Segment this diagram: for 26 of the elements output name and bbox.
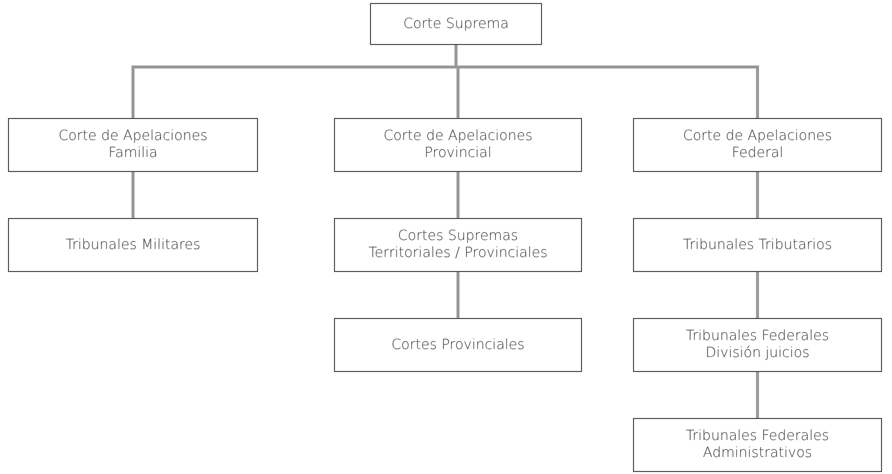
court-name: Corte de Apelaciones Provincial: [382, 128, 534, 162]
court-box: [334, 118, 582, 172]
court-name: Tribunales Militares: [66, 236, 200, 254]
court-box: [633, 218, 882, 272]
court-name: Tribunales Tributarios: [682, 236, 832, 254]
court-box: [334, 218, 582, 272]
court-box: [633, 318, 882, 372]
court-box: [633, 118, 882, 172]
court-box: [370, 3, 542, 45]
court-name: Cortes Provinciales: [391, 336, 525, 354]
court-box: [334, 318, 582, 372]
court-name: Corte de Apelaciones Federal: [682, 128, 834, 162]
connector-line: [756, 272, 759, 318]
connector-line: [456, 172, 460, 218]
court-box: [8, 118, 258, 172]
court-box: [8, 218, 258, 272]
court-name: Cortes Supremas Territoriales / Provinciales: [367, 228, 549, 262]
court-box: [633, 418, 882, 472]
court-name: Tribunales Federales División juicios: [684, 328, 830, 362]
court-name: Corte de Apelaciones Familia: [57, 128, 209, 162]
connector-line: [456, 272, 460, 318]
court-name: Tribunales Federales Administrativos: [684, 428, 830, 462]
connector-line: [756, 172, 759, 218]
connector-line: [132, 172, 134, 218]
connector-line: [756, 372, 759, 418]
court-name: Corte Suprema: [403, 16, 509, 32]
